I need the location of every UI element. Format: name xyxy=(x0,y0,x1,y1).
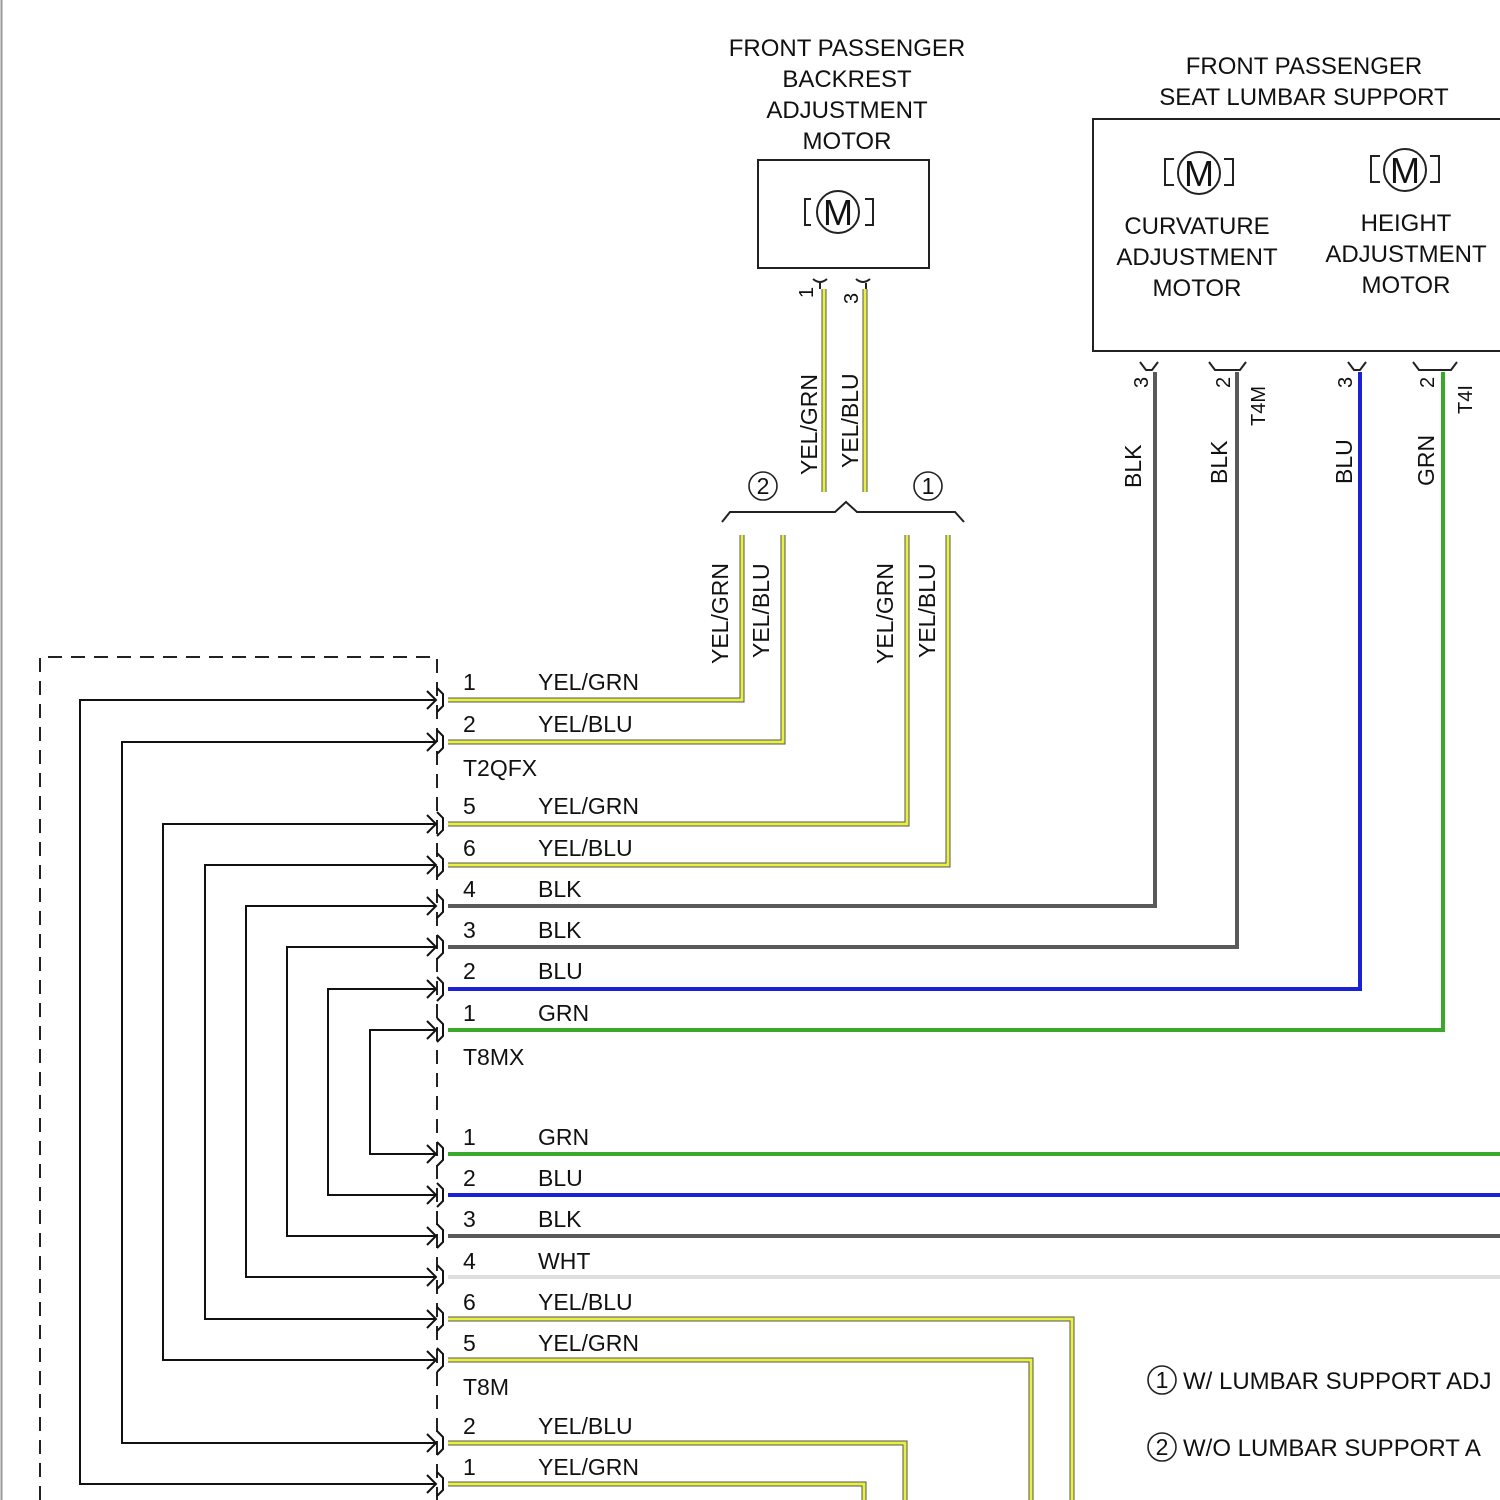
legend-text: W/ LUMBAR SUPPORT ADJ xyxy=(1183,1368,1492,1395)
lumbar-support: FRONT PASSENGER SEAT LUMBAR SUPPORT M CU… xyxy=(1093,53,1500,351)
connector-t2qfx: 1 YEL/GRN 2 YEL/BLU T2QFX xyxy=(463,669,639,781)
pin-label: 2 xyxy=(1213,377,1235,388)
connector-label: T2QFX xyxy=(463,755,537,781)
option-marker-label: 1 xyxy=(922,473,935,499)
control-module-outline xyxy=(40,657,437,1500)
pin-number: 1 xyxy=(463,1124,476,1150)
pin-number: 1 xyxy=(463,669,476,695)
pin-color: YEL/GRN xyxy=(538,1454,639,1480)
pin-color: BLU xyxy=(538,1165,583,1191)
wire-label: YEL/GRN xyxy=(707,563,733,664)
pin-color: YEL/BLU xyxy=(538,1289,633,1315)
motor-symbol: M xyxy=(1184,153,1214,194)
wire-label: BLU xyxy=(1331,439,1357,484)
legend-marker-label: 1 xyxy=(1156,1367,1169,1393)
pin-label: 2 xyxy=(1417,377,1439,388)
wire-label: YEL/BLU xyxy=(914,563,940,658)
option-marker-label: 2 xyxy=(757,473,770,499)
backrest-motor: FRONT PASSENGER BACKREST ADJUSTMENT MOTO… xyxy=(729,35,965,268)
wire-label: YEL/GRN xyxy=(872,563,898,664)
legend: 1 W/ LUMBAR SUPPORT ADJ 2 W/O LUMBAR SUP… xyxy=(1148,1366,1492,1462)
connector-label-t4m: T4M xyxy=(1248,386,1270,426)
motor-icon: M xyxy=(805,191,873,233)
motor-symbol: M xyxy=(1390,150,1420,191)
pin-label: 3 xyxy=(841,293,863,304)
motor-icon: M xyxy=(1165,152,1233,194)
motor-icon: M xyxy=(1371,149,1439,191)
connector-label: T8MX xyxy=(463,1044,524,1070)
pin-number: 2 xyxy=(463,958,476,984)
pin-color: BLU xyxy=(538,958,583,984)
lumbar-connectors: 3 2 T4M 3 2 T4I BLK BLK BLU GRN xyxy=(1120,362,1477,488)
pin-number: 2 xyxy=(463,1413,476,1439)
lumbar-title-line-1: FRONT PASSENGER xyxy=(1186,53,1422,80)
pin-number: 5 xyxy=(463,1330,476,1356)
splice: 2 1 YEL/GRN YEL/BLU YEL/GRN YEL/BLU xyxy=(707,472,964,664)
connector-label: T8M xyxy=(463,1374,509,1400)
pin-color: WHT xyxy=(538,1248,590,1274)
height-label-line-3: MOTOR xyxy=(1362,272,1451,299)
legend-text: W/O LUMBAR SUPPORT A xyxy=(1183,1435,1481,1462)
backrest-title-line-4: MOTOR xyxy=(803,128,892,155)
pin-label: 1 xyxy=(796,287,818,298)
pin-number: 4 xyxy=(463,1248,476,1274)
lumbar-title-line-2: SEAT LUMBAR SUPPORT xyxy=(1159,84,1449,111)
pin-color: YEL/GRN xyxy=(538,669,639,695)
pin-color: BLK xyxy=(538,876,582,902)
backrest-title-line-1: FRONT PASSENGER xyxy=(729,35,965,62)
connector-terminals xyxy=(427,688,443,1496)
curvature-label-line-3: MOTOR xyxy=(1153,275,1242,302)
pin-color: BLK xyxy=(538,917,582,943)
motor-symbol: M xyxy=(823,192,853,233)
pin-color: YEL/BLU xyxy=(538,1413,633,1439)
pin-color: YEL/BLU xyxy=(538,835,633,861)
wire-label: BLK xyxy=(1120,444,1146,488)
pin-color: YEL/GRN xyxy=(538,1330,639,1356)
height-label-line-2: ADJUSTMENT xyxy=(1325,241,1487,268)
wire-label: GRN xyxy=(1413,435,1439,486)
connector-label-t4i: T4I xyxy=(1455,385,1477,414)
pin-number: 1 xyxy=(463,1000,476,1026)
pin-number: 1 xyxy=(463,1454,476,1480)
pin-number: 6 xyxy=(463,1289,476,1315)
curvature-label-line-1: CURVATURE xyxy=(1124,213,1269,240)
height-label-line-1: HEIGHT xyxy=(1361,210,1452,237)
pin-number: 5 xyxy=(463,793,476,819)
connector-bottom: 2 YEL/BLU 1 YEL/GRN xyxy=(463,1413,639,1480)
legend-marker-label: 2 xyxy=(1156,1434,1169,1460)
pin-color: YEL/GRN xyxy=(538,793,639,819)
curvature-label-line-2: ADJUSTMENT xyxy=(1116,244,1278,271)
pin-color: BLK xyxy=(538,1206,582,1232)
wire-label: YEL/GRN xyxy=(796,374,822,475)
pin-number: 6 xyxy=(463,835,476,861)
backrest-connector: 1 3 YEL/GRN YEL/BLU xyxy=(796,279,870,475)
pin-label: 3 xyxy=(1335,377,1357,388)
pin-color: GRN xyxy=(538,1124,589,1150)
pin-number: 2 xyxy=(463,1165,476,1191)
pin-number: 4 xyxy=(463,876,476,902)
pin-label: 3 xyxy=(1131,377,1153,388)
backrest-title-line-2: BACKREST xyxy=(782,66,912,93)
pin-color: GRN xyxy=(538,1000,589,1026)
wire-label: YEL/BLU xyxy=(748,563,774,658)
pin-number: 3 xyxy=(463,1206,476,1232)
wire-label: BLK xyxy=(1206,440,1232,484)
internal-routing xyxy=(80,700,436,1484)
pin-number: 2 xyxy=(463,711,476,737)
backrest-title-line-3: ADJUSTMENT xyxy=(766,97,928,124)
pin-number: 3 xyxy=(463,917,476,943)
pin-color: YEL/BLU xyxy=(538,711,633,737)
wire-label: YEL/BLU xyxy=(837,373,863,468)
